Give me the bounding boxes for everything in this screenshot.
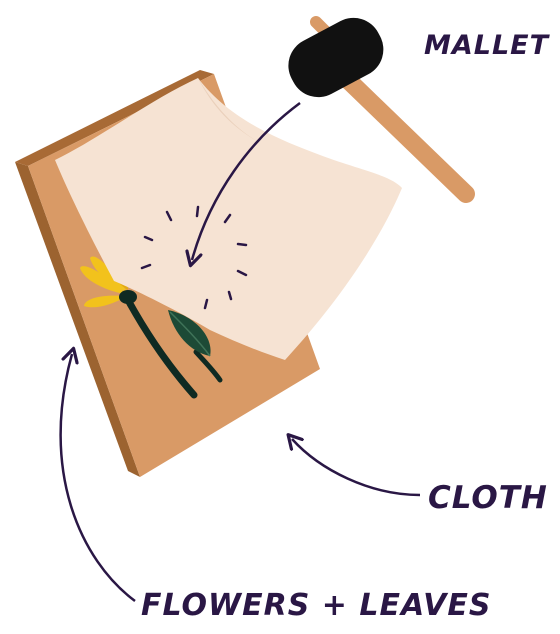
mallet-label: MALLET — [424, 30, 549, 61]
flowers-leaves-label: FLOWERS + LEAVES — [141, 588, 491, 623]
cloth-arrow — [292, 439, 420, 495]
cloth-label: CLOTH — [428, 480, 548, 516]
